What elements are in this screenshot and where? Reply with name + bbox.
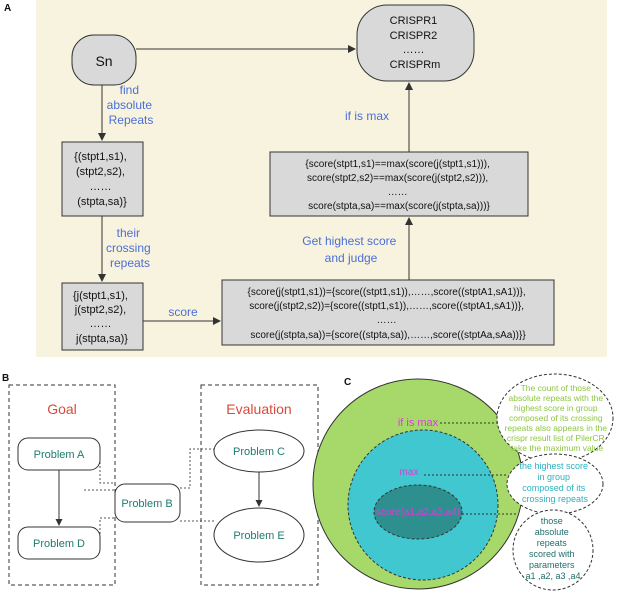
crispr-line-2: CRISPR2: [390, 30, 438, 42]
node-problem-e: Problem E: [213, 507, 305, 563]
region-inner-label: score(a1,a2,a3,a4): [376, 507, 460, 518]
node-score-sets: {score(j(stpt1,s1))={score((stpt1,s1)),……: [221, 279, 555, 346]
svg-text:The count of those absol: The count of those absolute repeats with…: [505, 383, 610, 453]
middle-note-line-4: crossing repeats: [522, 494, 589, 504]
score-sets-line-1: {score(j(stpt1,s1))={score((stpt1,s1)),……: [248, 287, 526, 298]
repeats-line-4: (stpta,sa)}: [77, 196, 127, 208]
region-middle-label: max: [400, 467, 419, 478]
outer-note-line-4: composed of its crossing: [509, 413, 603, 423]
max-check-line-1: {score(stpt1,s1)==max(score(j(stpt1,s1))…: [305, 159, 490, 170]
node-problem-c: Problem C: [213, 429, 305, 473]
svg-text:{score(stpt1,s1)==max(score(j(: {score(stpt1,s1)==max(score(j(stpt1,s1))…: [305, 159, 492, 212]
node-absolute-repeats: {(stpt1,s1), (stpt2,s2), …… (stpta,sa)}: [61, 141, 144, 217]
svg-text:{j(stpt1,s1), j(stpt2,: {j(stpt1,s1), j(stpt2,s2), …… j(stpta,sa…: [73, 290, 131, 345]
problem-a-label: Problem A: [34, 449, 85, 461]
svg-text:find absolute Repe: find absolute Repeats: [107, 83, 156, 127]
panel-b: B Goal Evaluation Problem A Problem D Pr…: [2, 373, 319, 586]
inner-note-line-1: those: [541, 516, 563, 526]
node-crispr: CRISPR1 CRISPR2 …… CRISPRm: [356, 4, 475, 82]
edge-label-crossing-2: crossing: [106, 241, 151, 255]
edge-label-crossing-3: repeats: [110, 256, 150, 270]
score-sets-line-2: score(j(stpt2,s2))={score((stpt1,s1)),………: [249, 301, 524, 312]
panel-a: A Sn CRISPR1 CRISPR2 …… CRISPRm {(stpt1,…: [4, 0, 607, 357]
goal-group: [8, 384, 116, 586]
score-sets-line-3: ……: [377, 315, 397, 326]
crossing-line-1: {j(stpt1,s1),: [73, 290, 128, 302]
node-sn-label: Sn: [95, 53, 112, 69]
svg-text:their crossing rep: their crossing repeats: [106, 226, 154, 270]
max-check-line-4: score(stpta,sa)==max(score(j(stpta,sa)))…: [308, 201, 490, 212]
edge-label-find-3: Repeats: [109, 113, 154, 127]
dotted-a-to-b: [99, 458, 115, 484]
node-problem-d: Problem D: [17, 526, 101, 560]
problem-e-label: Problem E: [233, 530, 284, 542]
middle-note-line-2: in group: [537, 472, 570, 482]
panel-b-label: B: [2, 373, 9, 384]
dotted-d-to-b: [99, 517, 115, 538]
inner-note-line-4: scored with: [529, 549, 575, 559]
edge-label-highest-1: Get highest score: [302, 234, 396, 248]
repeats-line-3: ……: [89, 181, 111, 193]
score-sets-line-4: score(j(stpta,sa))={score((stpta,sa)),………: [250, 330, 526, 341]
crossing-line-3: ……: [89, 318, 111, 330]
inner-note-line-6: a1 ,a2, a3 ,a4: [525, 571, 580, 581]
dotted-b-to-c: [180, 448, 214, 489]
inner-note-line-5: parameters: [529, 560, 575, 570]
inner-note-line-3: repeats: [537, 538, 568, 548]
crossing-line-4: j(stpta,sa)}: [75, 333, 128, 345]
crossing-line-2: j(stpt2,s2),: [74, 304, 126, 316]
edge-label-score: score: [168, 305, 198, 319]
crispr-line-4: CRISPRm: [390, 59, 441, 71]
edge-label-find-2: absolute: [107, 98, 153, 112]
node-max-check: {score(stpt1,s1)==max(score(j(stpt1,s1))…: [269, 151, 529, 217]
svg-text:the highest score in gro: the highest score in group composed of i…: [519, 461, 590, 504]
max-check-line-3: ……: [388, 187, 408, 198]
svg-text:{(stpt1,s1), (stpt2,s2: {(stpt1,s1), (stpt2,s2), …… (stpta,sa)}: [74, 151, 130, 208]
node-problem-a: Problem A: [17, 437, 101, 471]
edge-label-ifmax: if is max: [345, 109, 389, 123]
svg-text:{score(j(stpt1,s1))={score((st: {score(j(stpt1,s1))={score((stpt1,s1)),……: [248, 287, 529, 341]
outer-note-line-1: The count of those: [521, 383, 592, 393]
svg-text:CRISPR1 CRISPR2: CRISPR1 CRISPR2 …… CRISPRm: [390, 15, 441, 71]
panel-c: C if is max max score(a1,a2,a3,a4) The c…: [312, 373, 614, 591]
outer-note-line-3: highest score in group: [514, 403, 598, 413]
edge-label-find-1: find: [120, 83, 139, 97]
edge-label-crossing-1: their: [117, 226, 140, 240]
outer-note-line-5: repeats also appears in the: [505, 423, 608, 433]
edge-label-highest-2: and judge: [325, 251, 378, 265]
node-problem-b: Problem B: [114, 483, 181, 523]
crispr-line-1: CRISPR1: [390, 15, 438, 27]
middle-note-line-1: the highest score: [519, 461, 588, 471]
crispr-line-3: ……: [402, 44, 424, 56]
evaluation-title: Evaluation: [226, 401, 291, 417]
outer-note-line-2: absolute repeats with the: [509, 393, 604, 403]
goal-title: Goal: [47, 401, 77, 417]
middle-note-line-3: composed of its: [522, 483, 586, 493]
region-inner: [373, 484, 463, 540]
panel-a-label: A: [4, 3, 11, 14]
cloud-inner-note: [512, 509, 594, 591]
inner-note-line-2: absolute: [535, 527, 569, 537]
svg-text:those absolute rep: those absolute repeats scored with param…: [525, 516, 580, 581]
problem-d-label: Problem D: [33, 538, 85, 550]
region-outer-label: if is max: [398, 417, 439, 429]
problem-c-label: Problem C: [233, 446, 285, 458]
node-sn: Sn: [71, 34, 137, 86]
repeats-line-2: (stpt2,s2),: [76, 166, 125, 178]
node-crossing-repeats: {j(stpt1,s1), j(stpt2,s2), …… j(stpta,sa…: [61, 282, 144, 351]
problem-b-label: Problem B: [121, 498, 172, 510]
max-check-line-2: score(stpt2,s2)==max(score(j(stpt2,s2)))…: [307, 173, 488, 184]
svg-text:Get highest score and ju: Get highest score and judge: [302, 234, 399, 265]
panel-c-label: C: [344, 377, 351, 388]
repeats-line-1: {(stpt1,s1),: [74, 151, 127, 163]
outer-note-line-6: crispr result list of PilerCR: [507, 433, 605, 443]
outer-note-line-7: take the maximum value: [511, 443, 603, 453]
